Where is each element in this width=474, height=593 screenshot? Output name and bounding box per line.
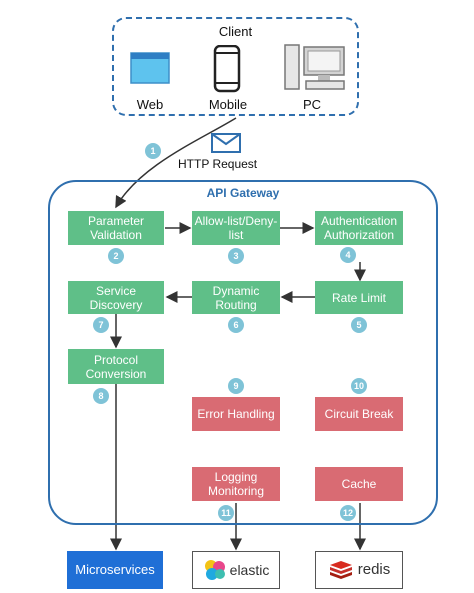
parameter-validation-node: Parameter Validation: [68, 211, 164, 245]
error-handling-node: Error Handling: [192, 397, 280, 431]
circuit-break-node: Circuit Break: [315, 397, 403, 431]
step-badge-10: 10: [351, 378, 367, 394]
step-badge-1: 1: [145, 143, 161, 159]
allow-deny-list-node: Allow-list/Deny-list: [192, 211, 280, 245]
protocol-conversion-node: Protocol Conversion: [68, 349, 164, 384]
client-mobile-label: Mobile: [208, 97, 248, 112]
step-badge-11: 11: [218, 505, 234, 521]
step-badge-9: 9: [228, 378, 244, 394]
elastic-logo-icon: [204, 560, 225, 580]
logging-monitoring-node: Logging Monitoring: [192, 467, 280, 501]
service-discovery-node: Service Discovery: [68, 281, 164, 314]
dynamic-routing-node: Dynamic Routing: [192, 281, 280, 314]
desktop-computer-icon: [284, 44, 345, 90]
mobile-phone-icon: [213, 45, 241, 93]
client-pc-label: PC: [302, 97, 322, 112]
request-arrow: [115, 117, 237, 209]
rate-limit-node: Rate Limit: [315, 281, 403, 314]
step-badge-2: 2: [108, 248, 124, 264]
step-badge-7: 7: [93, 317, 109, 333]
step-badge-4: 4: [340, 247, 356, 263]
step-badge-12: 12: [340, 505, 356, 521]
client-web-label: Web: [136, 97, 164, 112]
api-gateway-group: API Gateway: [48, 180, 438, 525]
client-group: Client Web Mobile PC: [112, 17, 359, 116]
step-badge-8: 8: [93, 388, 109, 404]
elastic-node: elastic: [192, 551, 280, 589]
api-gateway-title: API Gateway: [206, 186, 280, 200]
redis-label: redis: [357, 561, 391, 578]
browser-window-icon: [130, 52, 170, 84]
cache-node: Cache: [315, 467, 403, 501]
authentication-authorization-node: Authentication Authorization: [315, 211, 403, 245]
client-title: Client: [218, 24, 253, 39]
elastic-label: elastic: [229, 562, 270, 578]
step-badge-6: 6: [228, 317, 244, 333]
microservices-node: Microservices: [67, 551, 163, 589]
step-badge-3: 3: [228, 248, 244, 264]
redis-logo-icon: [329, 561, 352, 579]
step-badge-5: 5: [351, 317, 367, 333]
http-request-label: HTTP Request: [178, 157, 258, 171]
redis-node: redis: [315, 551, 403, 589]
envelope-icon: [211, 133, 241, 153]
